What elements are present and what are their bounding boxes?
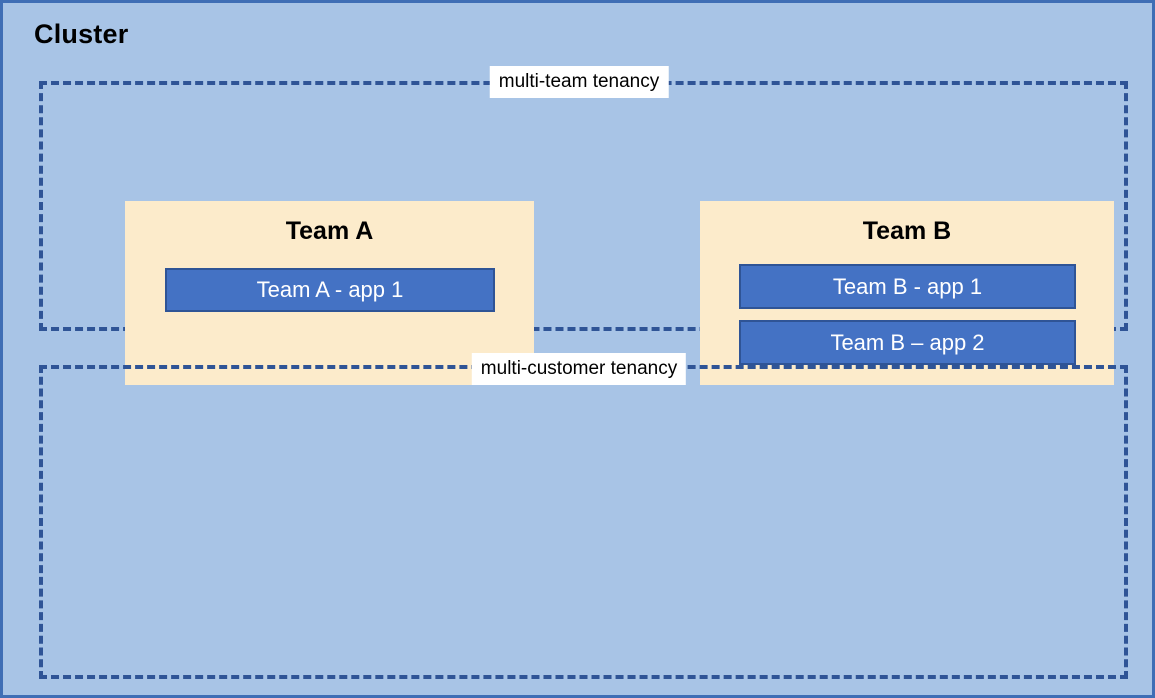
tenancy-group-multi-team: Team A Team A - app 1 Team B Team B - ap… [39, 81, 1128, 385]
tenancy-group-multi-customer: Team C Team C – app 1 - customer 1 Team … [39, 365, 1128, 679]
cluster-title: Cluster [34, 19, 129, 49]
team-a-app-list: Team A - app 1 [165, 268, 495, 312]
app-box-team-a-app-1[interactable]: Team A - app 1 [165, 268, 495, 312]
app-box-team-b-app-1[interactable]: Team B - app 1 [739, 264, 1076, 309]
team-box-team-a: Team A Team A - app 1 [125, 201, 534, 385]
team-a-title: Team A [285, 217, 374, 245]
tenancy-label-multi-team: multi-team tenancy [489, 66, 669, 98]
tenancy-label-multi-customer: multi-customer tenancy [471, 353, 687, 385]
team-box-team-b: Team B Team B - app 1 Team B – app 2 [700, 201, 1114, 385]
team-b-app-list: Team B - app 1 Team B – app 2 [739, 264, 1076, 365]
app-box-team-b-app-2[interactable]: Team B – app 2 [739, 320, 1076, 365]
team-b-title: Team B [862, 217, 952, 245]
